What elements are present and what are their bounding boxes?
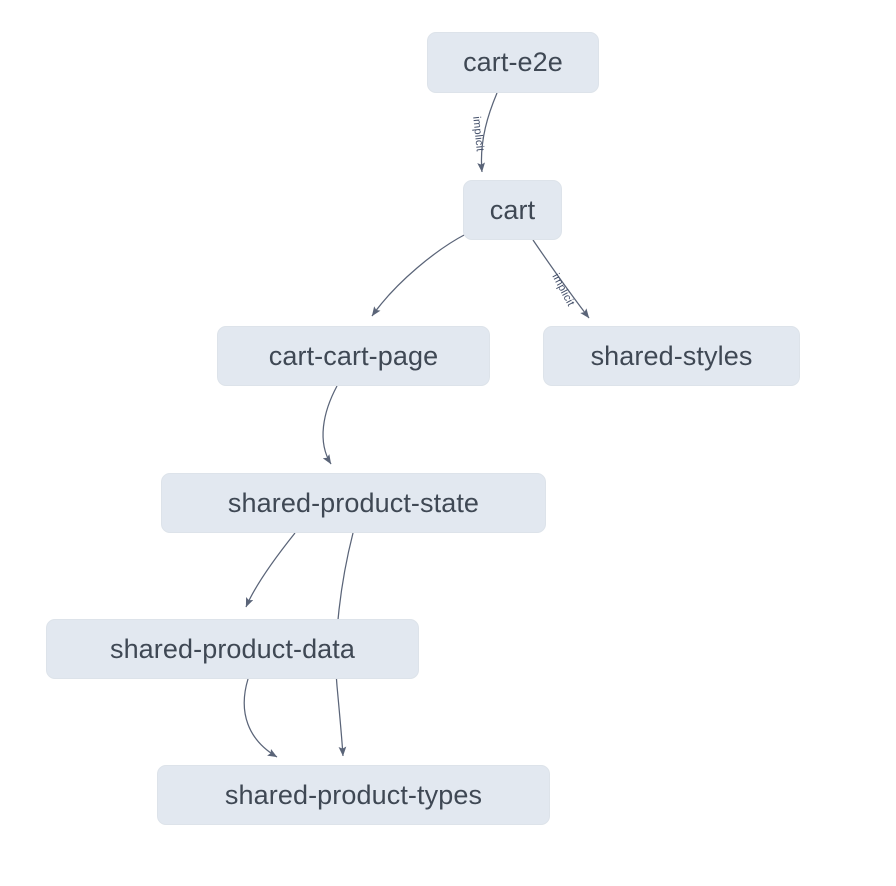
edge-cart-to-shared-styles bbox=[532, 239, 590, 319]
node-shared-styles[interactable]: shared-styles bbox=[543, 326, 800, 386]
node-label: cart-e2e bbox=[463, 47, 563, 77]
edge-cart-e2e-to-cart bbox=[477, 92, 498, 173]
node-label: shared-product-state bbox=[227, 487, 480, 518]
node-cart-e2e[interactable]: cart-e2e bbox=[427, 32, 599, 93]
node-label: shared-product-types bbox=[224, 779, 483, 810]
node-shared-product-state[interactable]: shared-product-state bbox=[161, 473, 546, 533]
node-label: shared-styles bbox=[590, 340, 753, 371]
edge-label-implicit-cart-e2e-cart: implicit bbox=[470, 115, 486, 153]
edge-cart-cart-page-to-shared-product-state bbox=[322, 385, 338, 465]
edge-shared-product-state-to-shared-product-data bbox=[245, 532, 296, 608]
node-shared-product-data[interactable]: shared-product-data bbox=[46, 619, 419, 679]
edge-label-implicit-cart-shared-styles: implicit bbox=[549, 271, 577, 309]
edge-cart-to-cart-cart-page bbox=[371, 233, 467, 317]
edge-shared-product-data-to-shared-product-types bbox=[243, 678, 278, 758]
node-shared-product-types[interactable]: shared-product-types bbox=[157, 765, 550, 825]
node-label: cart bbox=[489, 194, 536, 225]
node-cart[interactable]: cart bbox=[463, 180, 562, 240]
node-cart-cart-page[interactable]: cart-cart-page bbox=[217, 326, 490, 386]
node-label: cart-cart-page bbox=[268, 340, 439, 371]
node-label: shared-product-data bbox=[109, 633, 356, 664]
